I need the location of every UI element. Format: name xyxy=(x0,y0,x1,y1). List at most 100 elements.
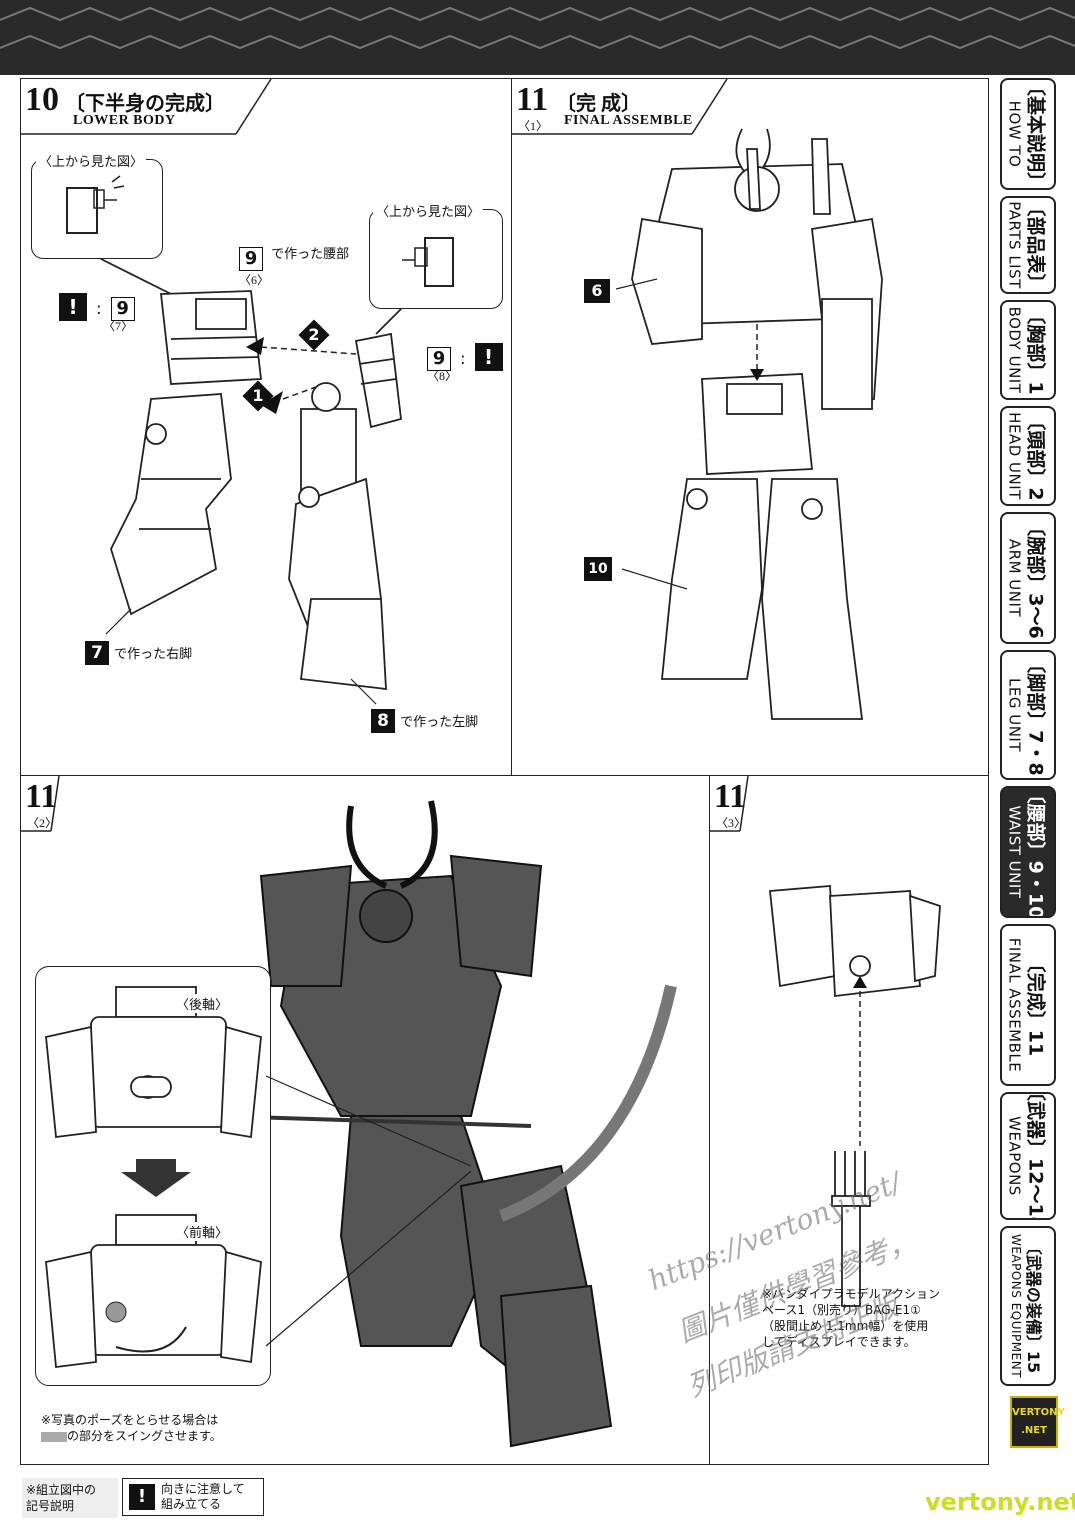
ref-lower-body: 10 xyxy=(584,557,612,581)
step11-3-panel: 11 〈3〉 ※バンダイプラモデルアクション ベース1（別売り）BAG-E1① … xyxy=(709,775,989,1465)
ref-waist-sub: 〈6〉 xyxy=(239,273,270,287)
display-note-line: ベース1（別売り）BAG-E1① xyxy=(762,1303,921,1317)
arrow-1-label: 1 xyxy=(252,386,264,405)
ref-left-leg-label: で作った左脚 xyxy=(400,715,479,730)
step11-1-title-en: FINAL ASSEMBLE xyxy=(564,113,693,128)
display-base-illustration xyxy=(769,885,941,1307)
tab-en: HOW TO xyxy=(1005,100,1024,168)
tab-parts-list[interactable]: 〔部品表〕PARTS LIST xyxy=(1000,196,1056,294)
ref-right-leg-label: で作った右脚 xyxy=(114,647,193,662)
ref-right-sub: 〈8〉 xyxy=(427,369,458,383)
display-note-line: してディスプレイできます。 xyxy=(762,1335,916,1349)
attention-line1: 向きに注意して xyxy=(161,1482,245,1496)
step11-2-panel: 11 〈2〉 xyxy=(20,775,710,1465)
ref-waist: 9 で作った腰部 〈6〉 xyxy=(239,247,350,287)
ref-right-number: 9 xyxy=(427,347,451,371)
tab-jp: 〔基本説明〕 xyxy=(1024,78,1047,190)
swing-swatch xyxy=(41,1431,67,1442)
display-note-line: ※バンダイプラモデルアクション xyxy=(762,1287,941,1301)
tab-en: WEAPONS EQUIPMENT xyxy=(1009,1233,1023,1379)
step11-1-title-jp: 〔完 成〕 xyxy=(556,93,641,115)
top-pattern-band xyxy=(0,0,1075,75)
ref-waist-number: 9 xyxy=(239,247,263,271)
ref-upper-body: 6 xyxy=(584,279,610,303)
attention-icon: ! xyxy=(474,343,503,371)
ref-left-sub: 〈7〉 xyxy=(103,319,134,333)
watermark-footer-url: vertony.net xyxy=(925,1488,1075,1516)
tab-jp: 〔腰部〕9・10 xyxy=(1024,786,1047,918)
ref-attention-left: ! : 9 〈7〉 xyxy=(59,293,135,333)
step11-3-header-rule xyxy=(710,776,749,832)
topview-callout-left xyxy=(31,159,163,259)
display-note: ※バンダイプラモデルアクション ベース1（別売り）BAG-E1① （股間止め 1… xyxy=(762,1286,940,1350)
arrow-2-label: 2 xyxy=(308,325,320,344)
step11-1-number: 11 xyxy=(516,81,549,118)
lower-body-illustration xyxy=(100,258,402,705)
tab-en: LEG UNIT xyxy=(1005,677,1024,753)
rear-axis-label: 〈後軸〉 xyxy=(173,994,232,1013)
step11-1-panel: 11 〈1〉 〔完 成〕 FINAL ASSEMBLE xyxy=(511,78,989,776)
attention-icon: ! xyxy=(59,293,87,321)
attention-icon: ! xyxy=(129,1484,155,1510)
tab-jp: 〔完成〕11 xyxy=(1024,953,1047,1057)
posed-model-photo xyxy=(220,800,677,1448)
ref-lower-number: 10 xyxy=(584,557,612,581)
step10-panel: 10 〔下半身の完成〕 LOWER BODY 〈上から見た図〉 〈上から見た図〉… xyxy=(20,78,512,776)
tab-how-to[interactable]: 〔基本説明〕HOW TO xyxy=(1000,78,1056,190)
step11-2-number: 11 xyxy=(25,778,58,815)
colon-right: : xyxy=(460,349,466,368)
tab-en: WEAPONS xyxy=(1005,1116,1024,1196)
swing-note-line1: ※写真のポーズをとらせる場合は xyxy=(41,1413,219,1427)
swing-note-line2: の部分をスイングさせます。 xyxy=(67,1429,222,1443)
tab-en: ARM UNIT xyxy=(1005,538,1024,618)
axis-inset-illustration xyxy=(45,986,262,1369)
colon-left: : xyxy=(96,299,102,318)
zigzag-pattern xyxy=(0,6,1075,50)
arrow-2-head xyxy=(246,337,264,355)
attention-line2: 組み立てる xyxy=(161,1497,222,1511)
tab-en: HEAD UNIT xyxy=(1005,412,1024,500)
ref-left-leg: 8 で作った左脚 xyxy=(371,709,478,733)
tab-en: WAIST UNIT xyxy=(1005,805,1024,899)
display-note-line: （股間止め 1.1mm幅）を使用 xyxy=(762,1319,929,1333)
tab-en: FINAL ASSEMBLE xyxy=(1005,937,1024,1073)
swing-note: ※写真のポーズをとらせる場合は の部分をスイングさせます。 xyxy=(41,1412,222,1444)
vertony-logo: VERTONY .NET xyxy=(1010,1396,1065,1448)
ref-left-leg-number: 8 xyxy=(371,709,395,733)
step11-1-header-rule xyxy=(512,79,728,135)
step10-number: 10 xyxy=(25,81,59,118)
axis-inset-pointer xyxy=(265,1075,472,1347)
step11-2-header-rule xyxy=(21,776,60,832)
ref-right-leg: 7 で作った右脚 xyxy=(85,641,192,665)
tab-jp: 〔武器〕12〜14 xyxy=(1024,1092,1047,1220)
step11-1-sub: 〈1〉 xyxy=(518,119,549,133)
step10-header-rule xyxy=(21,79,272,135)
part-topview-left-illustration xyxy=(66,175,125,234)
topview-title-right: 〈上から見た図〉 xyxy=(373,201,484,220)
ref-upper-number: 6 xyxy=(584,279,610,303)
tab-jp: 〔武器の装備〕15 xyxy=(1024,1238,1043,1374)
tab-en: BODY UNIT xyxy=(1005,306,1024,394)
legend-line2: 記号説明 xyxy=(26,1499,75,1513)
part-topview-right-illustration xyxy=(402,237,454,287)
topview-title-left: 〈上から見た図〉 xyxy=(36,151,147,170)
legend-line1: ※組立図中の xyxy=(26,1483,97,1497)
ref-waist-label: で作った腰部 xyxy=(271,247,350,262)
step11-2-sub: 〈2〉 xyxy=(27,816,58,830)
legend-title: ※組立図中の 記号説明 xyxy=(22,1478,118,1518)
tab-jp: 〔腕部〕3〜6 xyxy=(1024,517,1047,639)
ref-left-number: 9 xyxy=(110,297,135,321)
step11-3-number: 11 xyxy=(714,778,747,815)
step10-title-en: LOWER BODY xyxy=(73,113,176,128)
ref-right-leg-number: 7 xyxy=(85,641,109,665)
tab-jp: 〔部品表〕 xyxy=(1024,197,1047,293)
arrow-1-head xyxy=(261,391,283,414)
